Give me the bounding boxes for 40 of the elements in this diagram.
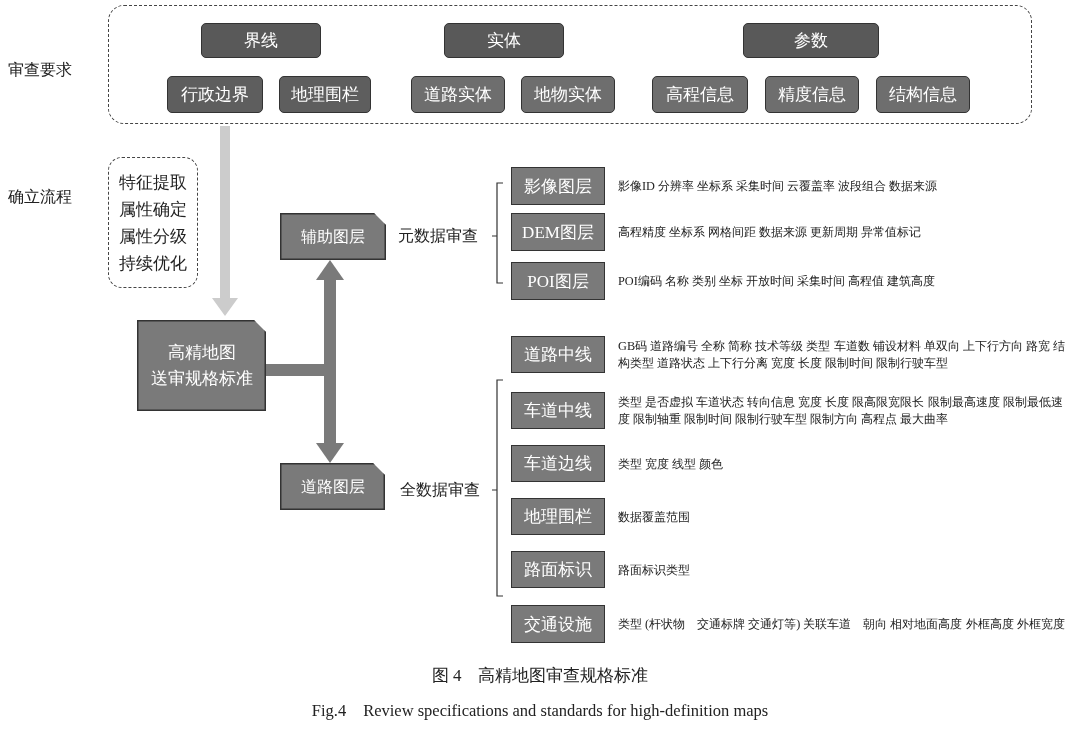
group-label: 元数据审查 [398, 226, 478, 246]
layer-box: 道路图层 [280, 463, 385, 510]
layer-box: 影像图层 [511, 167, 605, 205]
layer-box: DEM图层 [511, 213, 605, 251]
item-box: 行政边界 [167, 76, 263, 113]
layer-box: POI图层 [511, 262, 605, 300]
caption-english: Fig.4 Review specifications and standards for high-definition maps [310, 700, 770, 722]
layer-box: 车道中线 [511, 392, 605, 429]
dashed-group-frame [108, 5, 1032, 124]
attribute-list: 路面标识类型 [618, 561, 1070, 578]
layer-box: 交通设施 [511, 605, 605, 643]
item-box: 高程信息 [652, 76, 748, 113]
layer-box: 高精地图 送审规格标准 [137, 320, 266, 411]
layer-box: 路面标识 [511, 551, 605, 588]
attribute-list: 数据覆盖范围 [618, 508, 1070, 525]
attribute-list: 影像ID 分辨率 坐标系 采集时间 云覆盖率 波段组合 数据来源 [618, 177, 1070, 195]
row-label: 审查要求 [8, 60, 72, 80]
attribute-list: GB码 道路编号 全称 简称 技术等级 类型 车道数 铺设材料 单双向 上下行方向 路宽 结构类型 道路状态 上下行分离 宽度 长度 限制时间 限制行驶车型 [618, 337, 1070, 372]
category-box: 实体 [444, 23, 564, 58]
item-box: 精度信息 [765, 76, 859, 113]
attribute-list: 类型 (杆状物 交通标牌 交通灯等) 关联车道 朝向 相对地面高度 外框高度 外框宽度 [618, 615, 1070, 633]
layer-box: 道路中线 [511, 336, 605, 373]
arrow [212, 126, 238, 316]
attribute-list: 类型 宽度 线型 颜色 [618, 455, 1070, 472]
item-box: 结构信息 [876, 76, 970, 113]
layer-box: 辅助图层 [280, 213, 386, 260]
caption: 图 4 高精地图审查规格标准 [430, 665, 650, 687]
item-box: 地理围栏 [279, 76, 371, 113]
group-label: 全数据审查 [400, 480, 480, 500]
layer-box: 地理围栏 [511, 498, 605, 535]
category-box: 参数 [743, 23, 879, 58]
category-box: 界线 [201, 23, 321, 58]
attribute-list: POI编码 名称 类别 坐标 开放时间 采集时间 高程值 建筑高度 [618, 272, 1070, 290]
attribute-list: 类型 是否虚拟 车道状态 转向信息 宽度 长度 限高限宽限长 限制最高速度 限制最低速度 限制轴重 限制时间 限制行驶车型 限制方向 高程点 最大曲率 [618, 393, 1070, 428]
item-box: 道路实体 [411, 76, 505, 113]
step-list-box: 特征提取 属性确定 属性分级 持续优化 [108, 157, 198, 288]
item-box: 地物实体 [521, 76, 615, 113]
row-label: 确立流程 [8, 187, 72, 207]
layer-box: 车道边线 [511, 445, 605, 482]
attribute-list: 高程精度 坐标系 网格间距 数据来源 更新周期 异常值标记 [618, 223, 1070, 241]
